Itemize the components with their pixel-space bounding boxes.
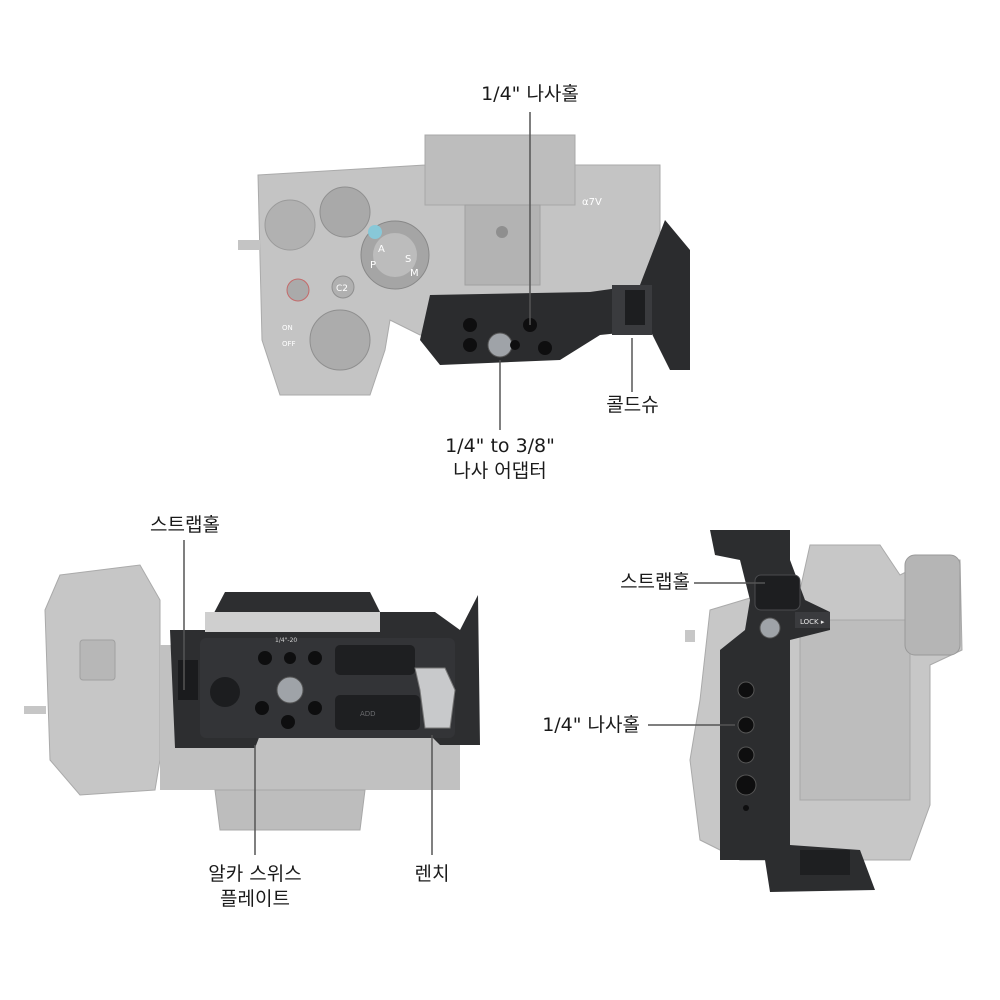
adapter-label-line1: 1/4" to 3/8" [445,435,555,457]
button-c2: C2 [336,284,348,294]
side-strap-hole-label: 스트랩홀 [620,571,690,593]
mode-m: M [410,268,419,279]
top-view-camera: P A S M C2 ON OFF α7V [238,134,661,396]
lock-text: LOCK ▸ [800,618,825,626]
switch-on: ON [282,324,293,332]
arca-label-line1: 알카 스위스 [208,863,302,885]
plate-marking-2: ADD [360,710,376,718]
bottom-view-cage: 1/4"-20 ADD [170,592,480,748]
wrench-label: 렌치 [414,863,450,885]
top-view-cage [420,220,690,370]
cold-shoe-label: 콜드슈 [606,394,659,416]
side-view-cage: LOCK ▸ [710,530,875,892]
mode-a: A [378,244,385,255]
arca-label-line2: 플레이트 [220,888,290,910]
bottom-strap-hole-label: 스트랩홀 [150,514,220,536]
switch-off: OFF [282,340,296,348]
adapter-label-line2: 나사 어댑터 [453,460,547,482]
side-screw-hole-label: 1/4" 나사홀 [542,714,640,736]
camera-badge: α7V [582,197,602,208]
plate-marking: 1/4"-20 [275,637,297,644]
arca-swiss-label: 알카 스위스 플레이트 [195,862,315,912]
mode-s: S [405,254,411,265]
top-screw-hole-label: 1/4" 나사홀 [481,83,579,105]
mode-p: P [370,260,376,271]
adapter-label: 1/4" to 3/8" 나사 어댑터 [420,434,580,484]
